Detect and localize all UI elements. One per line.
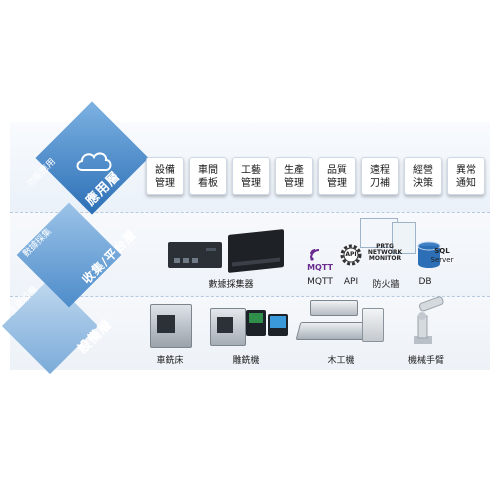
server-text: Server (430, 256, 454, 264)
tier-divider (10, 296, 490, 297)
woodworking-label: 木工機 (327, 356, 355, 366)
function-box-workshop-board: 車間看板 (189, 157, 227, 195)
lathe-label: 車銑床 (156, 356, 184, 366)
engraving-screen-icon (268, 314, 288, 336)
tier-divider (10, 212, 490, 213)
mqtt-label: MQTT (307, 277, 333, 287)
function-box-quality: 品質管理 (318, 157, 356, 195)
sql-text: SQL (434, 247, 450, 255)
gateway-label: 數據採集器 (208, 280, 254, 290)
monitor-screenshot-front (392, 222, 416, 254)
firewall-label: 防火牆 (372, 280, 400, 290)
function-box-decision: 經營決策 (404, 157, 442, 195)
engraving-control-panel-icon (246, 310, 266, 336)
function-box-remote-tool: 遠程刀補 (361, 157, 399, 195)
robot-arm-icon (414, 296, 444, 344)
database-icon (417, 241, 441, 268)
api-gear-icon (340, 244, 362, 266)
mqtt-logo-icon (310, 249, 320, 261)
woodworking-cabinet-icon (362, 308, 384, 342)
function-box-alert: 異常通知 (447, 157, 485, 195)
function-box-process: 工藝管理 (232, 157, 270, 195)
engraving-machine-icon (210, 308, 246, 346)
mqtt-logo-text: MQTT (307, 263, 333, 272)
prtg-logo: PRTG NETWORK MONITOR (367, 243, 403, 262)
db-label: DB (418, 277, 432, 287)
engraving-label: 雕銑機 (232, 356, 260, 366)
woodworking-gantry-icon (310, 300, 358, 316)
monitor-screenshot-back (360, 218, 398, 248)
function-box-equipment: 設備管理 (146, 157, 184, 195)
robot-arm-label: 機械手臂 (407, 356, 444, 366)
cloud-icon (74, 148, 114, 174)
function-box-production: 生產管理 (275, 157, 313, 195)
api-logo-text: API (345, 251, 357, 258)
api-label: API (343, 277, 359, 287)
lathe-machine-icon (150, 304, 192, 348)
edge-computer-icon (228, 229, 284, 273)
gateway-device-icon (168, 242, 222, 268)
